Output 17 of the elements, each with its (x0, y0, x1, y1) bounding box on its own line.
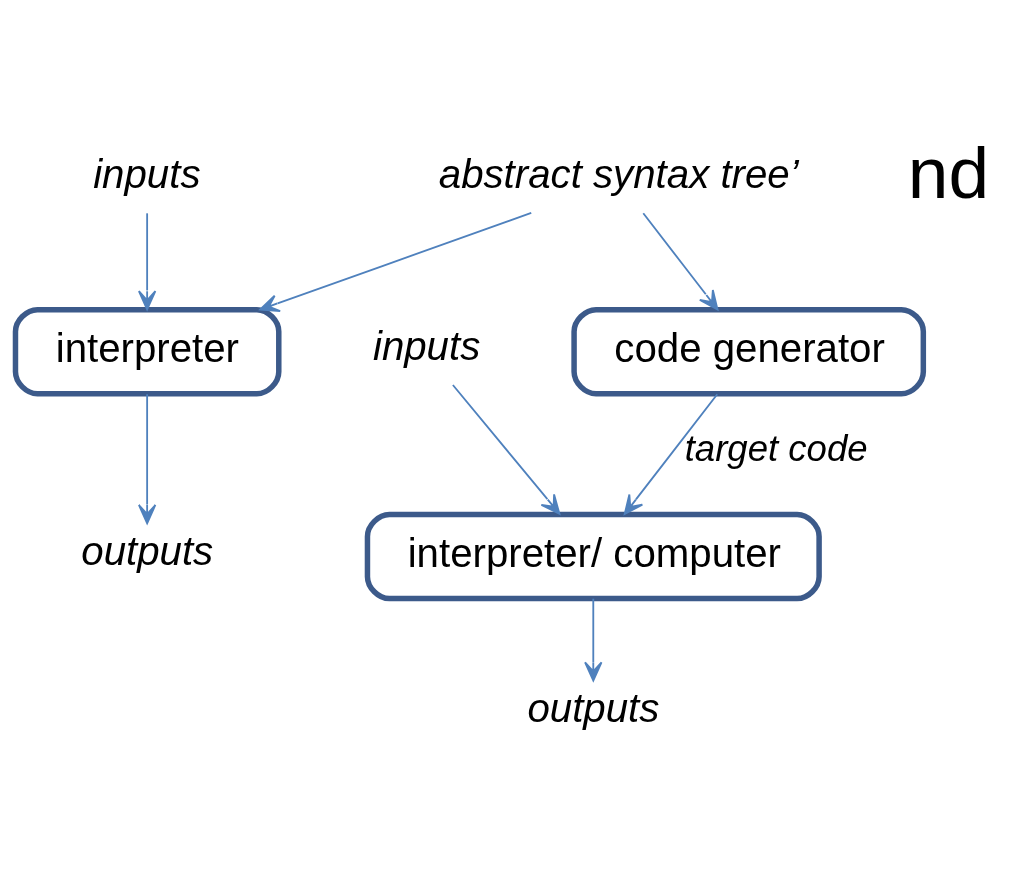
arrow (623, 393, 719, 515)
node-text: inputs (372, 324, 481, 370)
node-box: interpreter (12, 306, 282, 397)
arrow (451, 384, 561, 515)
arrow (259, 212, 533, 313)
arrow (642, 212, 719, 311)
arrow (584, 597, 603, 682)
node-box: code generator (571, 306, 927, 397)
node-box: interpreter/ computer (364, 511, 822, 602)
node-text: outputs (527, 686, 660, 732)
node-text: inputs (93, 152, 201, 198)
edge-label: target code (684, 428, 868, 470)
node-text: outputs (81, 528, 214, 574)
label: nd (907, 132, 990, 214)
arrow (138, 393, 157, 525)
arrow (138, 212, 157, 311)
node-text: abstract syntax tree’ (438, 152, 799, 198)
